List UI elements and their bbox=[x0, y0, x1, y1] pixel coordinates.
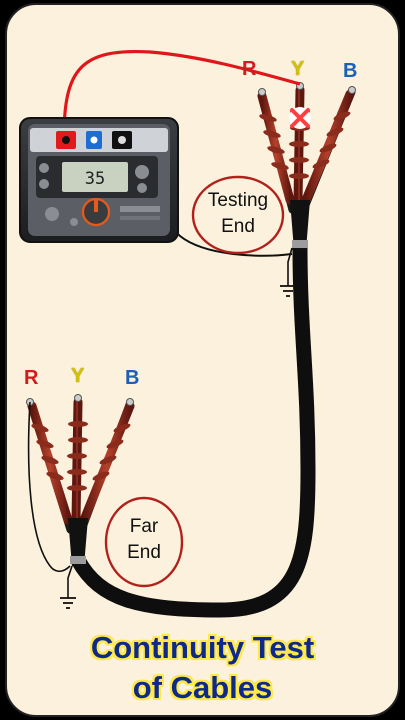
meter-display bbox=[62, 162, 128, 192]
far-end-label-line2: End bbox=[127, 542, 161, 563]
far-phase-b: B bbox=[125, 367, 140, 389]
far-end-label: Far End bbox=[106, 514, 182, 566]
testing-end-label-line1: Testing bbox=[207, 190, 269, 211]
meter-display-reading: 35 bbox=[85, 169, 105, 189]
testing-phase-y: Y bbox=[291, 58, 305, 80]
core-r-insulator bbox=[257, 91, 295, 205]
insulation-tester: 35 bbox=[19, 117, 179, 243]
earth-ground-icon bbox=[60, 565, 76, 609]
far-end-earth-wire bbox=[27, 401, 71, 573]
far-phase-y: Y bbox=[71, 365, 85, 387]
title-line2: of Cables bbox=[132, 670, 273, 705]
testing-end-bubble bbox=[191, 175, 285, 255]
testing-end-label: Testing End bbox=[193, 188, 283, 240]
testing-phase-b: B bbox=[343, 60, 358, 82]
fault-cross-icon bbox=[289, 107, 311, 129]
far-core-b-insulator bbox=[79, 401, 135, 525]
far-core-r-insulator bbox=[27, 401, 73, 525]
far-end-label-line1: Far bbox=[129, 516, 159, 537]
earth-ground-icon bbox=[280, 247, 296, 297]
far-end-bubble bbox=[104, 496, 184, 588]
testing-end-label-line2: End bbox=[221, 216, 255, 237]
far-core-y-insulator bbox=[67, 397, 88, 525]
cable bbox=[70, 240, 316, 618]
testing-end-termination bbox=[257, 82, 356, 250]
testing-phase-r: R bbox=[242, 58, 257, 80]
test-lead-red bbox=[62, 49, 301, 139]
far-phase-r: R bbox=[24, 367, 39, 389]
core-b-insulator bbox=[301, 89, 355, 205]
far-end-termination bbox=[26, 394, 135, 566]
title-line1: Continuity Test bbox=[90, 630, 315, 665]
